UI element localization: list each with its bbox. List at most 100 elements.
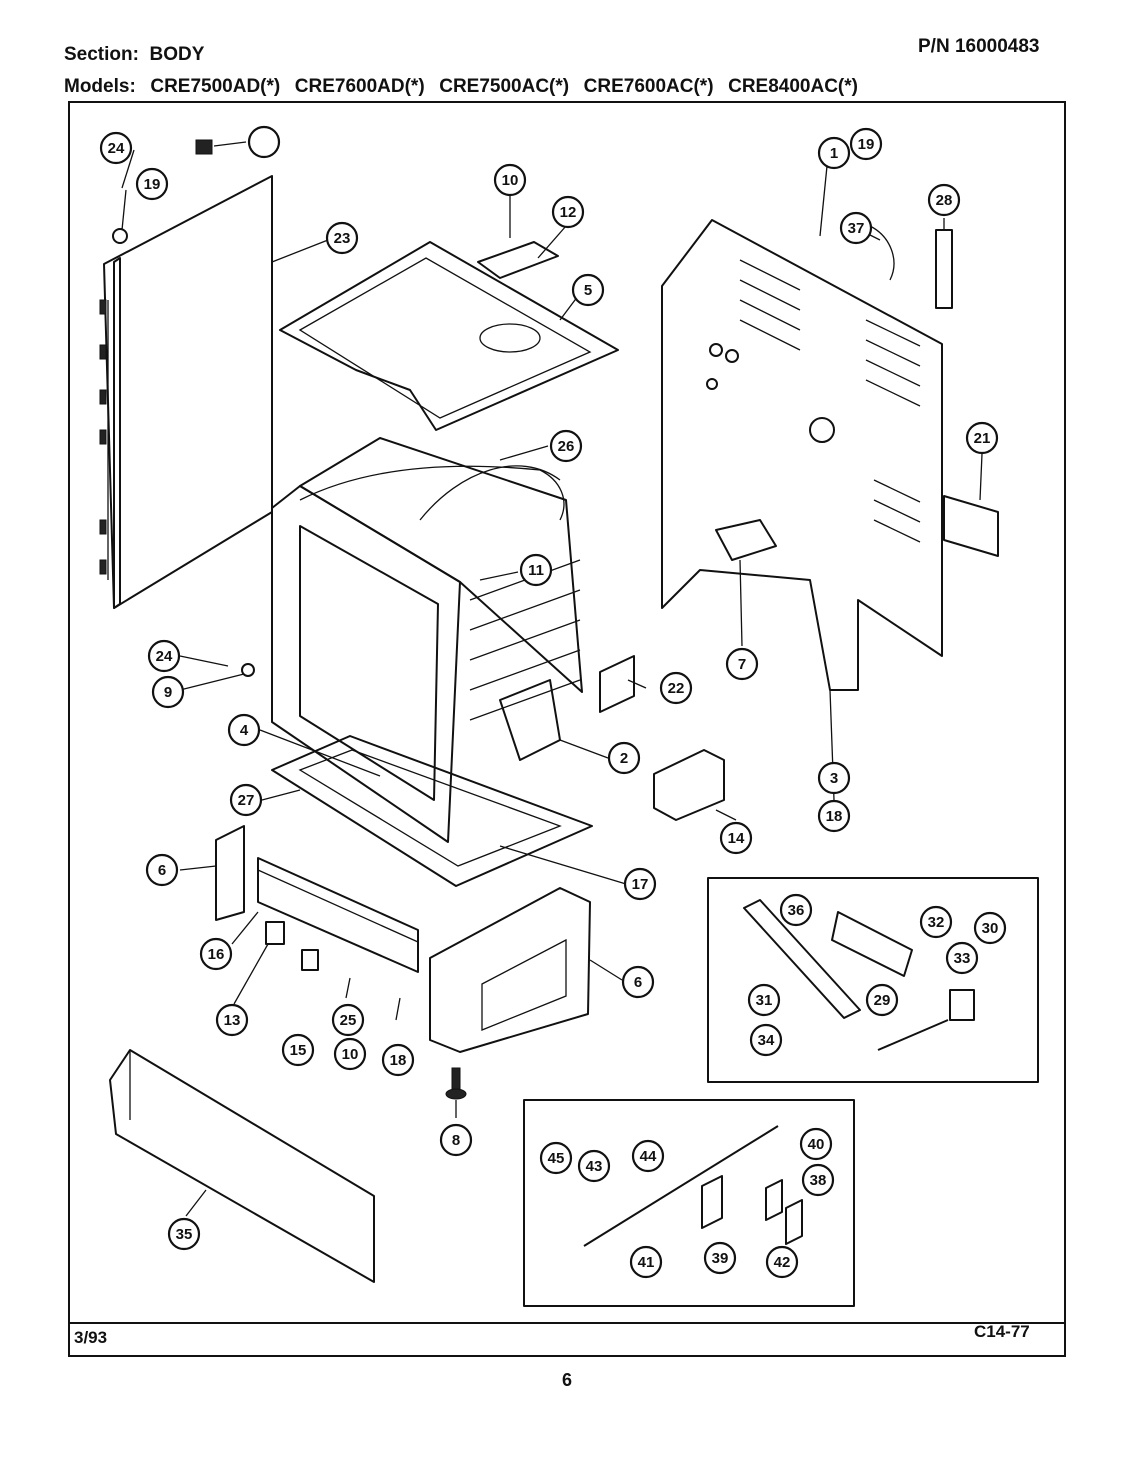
svg-text:28: 28 — [936, 192, 953, 209]
svg-text:27: 27 — [238, 792, 255, 809]
callout-24a: 24 — [147, 639, 181, 673]
model-2: CRE7600AD(*) — [294, 76, 425, 97]
svg-text:26: 26 — [558, 438, 575, 455]
pn-value: 16000483 — [954, 36, 1040, 57]
callout-44: 45 — [539, 1141, 573, 1175]
base-frame-part — [215, 825, 591, 1053]
callout-10a: 10 — [493, 163, 527, 197]
clip-part — [195, 139, 213, 155]
callout-18b: 18 — [817, 799, 851, 833]
svg-text:12: 12 — [560, 204, 577, 221]
top-plate-part — [279, 241, 619, 431]
callout-38: 39 — [703, 1241, 737, 1275]
leader-lines — [121, 141, 983, 1217]
svg-text:15: 15 — [290, 1042, 307, 1059]
svg-text:9: 9 — [164, 684, 172, 701]
callout-19a: 19 — [135, 167, 169, 201]
svg-text:37: 37 — [848, 220, 865, 237]
callout-21: 22 — [659, 671, 693, 705]
models-heading: Models: CRE7500AD(*) CRE7600AD(*) CRE750… — [64, 76, 858, 98]
callout-45 — [247, 125, 281, 159]
svg-text:5: 5 — [584, 282, 592, 299]
callout-16: 16 — [199, 937, 233, 971]
callout-23: 24 — [99, 131, 133, 165]
svg-text:13: 13 — [224, 1012, 241, 1029]
callout-6a: 6 — [145, 853, 179, 887]
callout-22: 23 — [325, 221, 359, 255]
svg-text:31: 31 — [756, 992, 773, 1009]
callout-20: 21 — [965, 421, 999, 455]
svg-text:33: 33 — [954, 950, 971, 967]
callout-10b: 10 — [333, 1037, 367, 1071]
callout-2: 2 — [607, 741, 641, 775]
callout-4: 4 — [227, 713, 261, 747]
svg-text:29: 29 — [874, 992, 891, 1009]
bracket-part — [599, 655, 635, 713]
callout-12: 12 — [551, 195, 585, 229]
section-value: BODY — [149, 44, 205, 65]
diagram-code: C14-77 — [974, 1322, 1030, 1341]
callout-24b: 25 — [331, 1003, 365, 1037]
pn-label: P/N — [918, 36, 950, 57]
revision-date: 3/93 — [74, 1328, 108, 1347]
callout-42: 43 — [577, 1149, 611, 1183]
callout-8: 8 — [439, 1123, 473, 1157]
back-panel-part — [661, 219, 943, 691]
callout-3: 3 — [817, 761, 851, 795]
svg-text:11: 11 — [528, 562, 544, 579]
callout-30: 31 — [747, 983, 781, 1017]
callout-31: 32 — [919, 905, 953, 939]
latch-inset — [523, 1099, 855, 1307]
terminal-block-part — [935, 229, 953, 309]
svg-text:19: 19 — [144, 176, 161, 193]
callout-29: 30 — [973, 911, 1007, 945]
angle-bracket-part — [653, 749, 725, 821]
hinge-part — [499, 679, 561, 761]
svg-text:17: 17 — [632, 876, 649, 893]
models-label: Models: — [64, 76, 136, 97]
callout-15: 15 — [281, 1033, 315, 1067]
svg-text:42: 42 — [774, 1254, 791, 1271]
callout-13: 13 — [215, 1003, 249, 1037]
svg-text:44: 44 — [640, 1148, 657, 1165]
callout-43: 44 — [631, 1139, 665, 1173]
svg-text:32: 32 — [928, 914, 945, 931]
callout-18a: 19 — [849, 127, 883, 161]
callout-26: 27 — [229, 783, 263, 817]
callout-25: 26 — [549, 429, 583, 463]
svg-text:24: 24 — [156, 648, 173, 665]
svg-text:8: 8 — [452, 1132, 460, 1149]
svg-text:38: 38 — [810, 1172, 827, 1189]
svg-text:14: 14 — [728, 830, 745, 847]
wire-part — [869, 225, 895, 281]
svg-text:7: 7 — [738, 656, 746, 673]
svg-text:23: 23 — [334, 230, 351, 247]
svg-text:21: 21 — [974, 430, 991, 447]
side-panel-part — [99, 175, 273, 609]
callout-18c: 18 — [381, 1043, 415, 1077]
section-label: Section: — [64, 44, 139, 65]
svg-text:4: 4 — [240, 722, 249, 739]
diagram-frame — [68, 101, 1066, 1357]
callout-37: 38 — [801, 1163, 835, 1197]
callout-34: 35 — [167, 1217, 201, 1251]
svg-text:22: 22 — [668, 680, 685, 697]
callout-5: 5 — [571, 273, 605, 307]
callout-7: 7 — [725, 647, 759, 681]
callout-11: 11 — [519, 553, 553, 587]
section-heading: Section: BODY — [64, 44, 204, 66]
vent-cover-part — [477, 241, 559, 279]
svg-text:41: 41 — [638, 1254, 655, 1271]
kick-plate-part — [109, 1049, 375, 1283]
callout-32: 33 — [945, 941, 979, 975]
callout-1: 1 — [817, 136, 851, 170]
svg-text:39: 39 — [712, 1250, 729, 1267]
svg-text:1: 1 — [830, 145, 838, 162]
svg-text:18: 18 — [390, 1052, 407, 1069]
callout-35: 36 — [779, 893, 813, 927]
page-number: 6 — [562, 1370, 573, 1390]
svg-text:35: 35 — [176, 1226, 193, 1243]
svg-text:6: 6 — [634, 974, 642, 991]
leveling-leg-part — [445, 1067, 467, 1100]
